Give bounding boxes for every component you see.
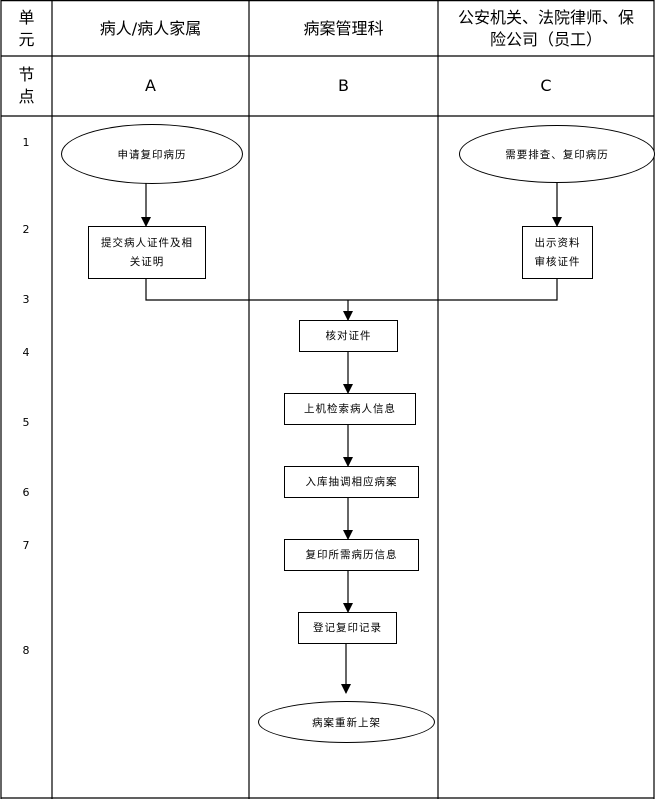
row-number: 4 bbox=[22, 346, 30, 359]
column-b-title: 病案管理科 bbox=[303, 18, 384, 38]
node-retrieve-record: 入库抽调相应病案 bbox=[284, 466, 419, 498]
node-copy-record: 复印所需病历信息 bbox=[284, 539, 419, 571]
column-b-code: B bbox=[338, 76, 349, 95]
row-number: 2 bbox=[22, 223, 30, 236]
node-apply-copy: 申请复印病历 bbox=[61, 124, 243, 184]
node-need-investigate: 需要排查、复印病历 bbox=[459, 125, 655, 183]
row-number: 7 bbox=[22, 539, 30, 552]
node-reshelve-record: 病案重新上架 bbox=[258, 701, 435, 743]
row-number: 6 bbox=[22, 486, 30, 499]
node-register-copy: 登记复印记录 bbox=[298, 612, 397, 644]
unit-label: 单 元 bbox=[18, 7, 35, 49]
row-number: 8 bbox=[22, 644, 30, 657]
node-search-patient: 上机检索病人信息 bbox=[284, 393, 416, 425]
node-show-documents: 出示资料 审核证件 bbox=[522, 226, 593, 279]
node-label: 节 点 bbox=[18, 65, 35, 106]
connector-a-to-merge bbox=[145, 279, 558, 301]
node-verify-documents: 核对证件 bbox=[299, 320, 398, 352]
row-number: 5 bbox=[22, 416, 30, 429]
column-a-code: A bbox=[145, 76, 156, 95]
node-submit-documents: 提交病人证件及相 关证明 bbox=[88, 226, 206, 279]
column-c-code: C bbox=[540, 76, 552, 95]
column-a-title: 病人/病人家属 bbox=[99, 18, 202, 38]
column-c-title: 公安机关、法院律师、保 险公司（员工） bbox=[457, 7, 634, 49]
row-number: 1 bbox=[22, 136, 30, 149]
row-number: 3 bbox=[22, 293, 30, 306]
